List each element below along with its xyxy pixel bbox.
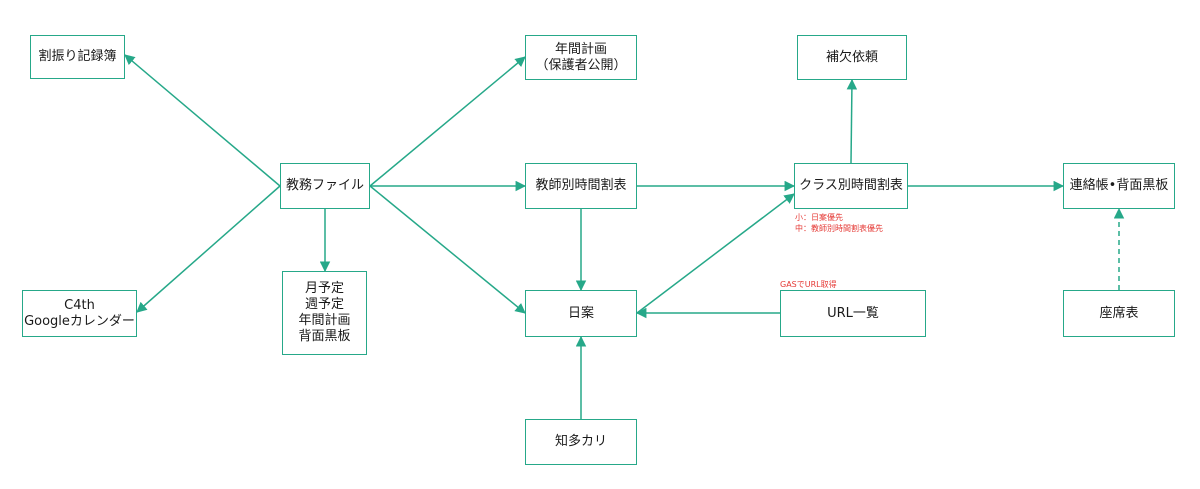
edge-kyomu-to-nenkan: [369, 56, 526, 187]
node-chita-curriculum[interactable]: 知多カリ: [525, 419, 637, 465]
note-gas-url: GASでURL取得: [780, 280, 837, 289]
edge-kyomu-to-nichian: [369, 185, 526, 314]
node-substitute-request[interactable]: 補欠依頼: [797, 35, 907, 80]
note-priority: 小：日案優先 中：教師別時間割表優先: [795, 213, 883, 233]
edge-class-to-hoketsu: [846, 78, 858, 164]
node-monthly-weekly-plan[interactable]: 月予定 週予定 年間計画 背面黒板: [282, 271, 367, 355]
edge-kyomu-to-warifuri: [124, 54, 281, 187]
edge-kyomu-to-c4th: [136, 185, 281, 313]
node-kyomu-file[interactable]: 教務ファイル: [280, 163, 370, 209]
edge-nichian-to-class: [636, 193, 795, 314]
node-c4th-google-calendar[interactable]: C4th Googleカレンダー: [22, 290, 137, 337]
node-warifuri[interactable]: 割振り記録簿: [30, 35, 125, 79]
node-annual-plan-public[interactable]: 年間計画 （保護者公開）: [525, 35, 637, 80]
node-renrakucho-board[interactable]: 連絡帳•背面黒板: [1063, 163, 1175, 209]
node-url-list[interactable]: URL一覧: [780, 290, 926, 337]
node-teacher-timetable[interactable]: 教師別時間割表: [525, 163, 637, 209]
node-seating-chart[interactable]: 座席表: [1063, 290, 1175, 337]
node-daily-plan[interactable]: 日案: [525, 290, 637, 337]
node-class-timetable[interactable]: クラス別時間割表: [794, 163, 908, 209]
